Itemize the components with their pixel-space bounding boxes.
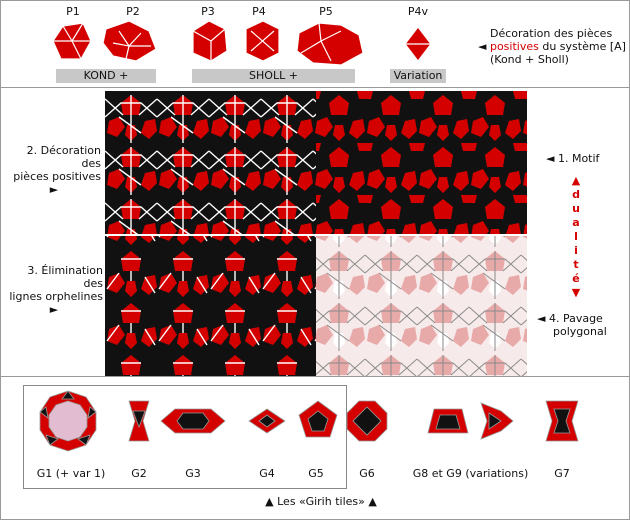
step-3-arrow: ► bbox=[49, 303, 59, 316]
tile-label-g2: G2 bbox=[131, 467, 147, 480]
duality-letter-7: é bbox=[572, 272, 580, 285]
duality-letter-5: i bbox=[574, 244, 578, 257]
piece-label-p4: P4 bbox=[252, 5, 266, 18]
description-line-1: Décoration des pièces bbox=[490, 27, 613, 40]
piece-label-p5: P5 bbox=[319, 5, 333, 18]
description-line-3: (Kond + Sholl) bbox=[490, 53, 569, 66]
tile-label-g6: G6 bbox=[359, 467, 375, 480]
top-description: Décoration des pièces ◄ positives du sys… bbox=[478, 27, 628, 66]
girih-tiles-illustration bbox=[39, 390, 579, 452]
step-2-arrow: ► bbox=[49, 183, 59, 196]
girih-caption: ▲ Les «Girih tiles» ▲ bbox=[265, 495, 377, 508]
bottom-section: G1 (+ var 1) G2 G3 G4 G5 G6 G8 et G9 (va… bbox=[0, 376, 630, 520]
step-2-line-1: 2. Décoration des bbox=[26, 144, 101, 170]
piece-label-p4v: P4v bbox=[407, 5, 429, 18]
duality-letter-2: u bbox=[572, 202, 580, 215]
panel-motif bbox=[316, 91, 527, 235]
middle-section: 2. Décoration des pièces positives ► 3. … bbox=[0, 87, 630, 379]
description-rest: du système [A] bbox=[542, 40, 626, 53]
step-3-label: 3. Élimination des lignes orphelines ► bbox=[5, 264, 103, 316]
duality-letter-4: l bbox=[574, 230, 578, 243]
piece-label-p2: P2 bbox=[126, 5, 140, 18]
step-4-line-2: polygonal bbox=[553, 325, 607, 338]
description-line-2: ◄ positives du système [A] bbox=[478, 40, 628, 53]
duality-down-arrow: ▼ bbox=[571, 286, 581, 299]
tile-g9 bbox=[480, 402, 514, 440]
piece-label-p1: P1 bbox=[66, 5, 80, 18]
duality-letter-3: a bbox=[572, 216, 580, 229]
step-1-arrow: ◄ bbox=[546, 152, 555, 165]
top-section: P1 P2 P3 P4 P5 P4v KOND + SHOLL + Var bbox=[0, 0, 630, 88]
step-2-line-2: pièces positives bbox=[13, 170, 101, 183]
tile-label-g1: G1 (+ var 1) bbox=[36, 467, 106, 480]
tile-g5 bbox=[298, 400, 338, 438]
step-4-label: ◄ 4. Pavage polygonal bbox=[537, 312, 627, 338]
step-3-line-1: 3. Élimination des bbox=[27, 264, 103, 290]
tile-g4 bbox=[248, 408, 286, 434]
step-4-line-1: ◄ 4. Pavage bbox=[537, 312, 603, 325]
tile-label-g3: G3 bbox=[185, 467, 201, 480]
step-1-text: 1. Motif bbox=[557, 152, 600, 165]
description-arrow: ◄ bbox=[478, 40, 487, 53]
panel-decoration bbox=[105, 91, 316, 235]
step-2-label: 2. Décoration des pièces positives ► bbox=[7, 144, 101, 196]
piece-p2-shape bbox=[102, 20, 157, 62]
duality-label: ▲ d u a l i t é ▼ bbox=[569, 174, 583, 300]
panel-paving bbox=[316, 235, 527, 379]
kond-bar: KOND + bbox=[56, 69, 156, 83]
tile-g8 bbox=[427, 408, 469, 434]
tile-g6 bbox=[346, 400, 388, 442]
tile-g3 bbox=[160, 408, 226, 434]
piece-label-p3: P3 bbox=[201, 5, 215, 18]
pieces-illustration bbox=[52, 20, 432, 66]
variation-bar: Variation bbox=[390, 69, 446, 83]
step-3-line-2: lignes orphelines bbox=[9, 290, 103, 303]
tile-label-g5: G5 bbox=[308, 467, 324, 480]
tile-g7 bbox=[545, 400, 579, 442]
description-highlight: positives bbox=[489, 40, 539, 53]
duality-letter-1: d bbox=[572, 188, 580, 201]
tile-label-g4: G4 bbox=[259, 467, 275, 480]
step-1-label: ◄ 1. Motif bbox=[546, 152, 626, 165]
sholl-bar: SHOLL + bbox=[192, 69, 355, 83]
duality-letter-6: t bbox=[573, 258, 579, 271]
g1-frame bbox=[23, 385, 347, 489]
panel-elimination bbox=[105, 235, 316, 379]
pattern-panels bbox=[105, 91, 527, 379]
tile-g2 bbox=[128, 400, 150, 442]
tile-label-g8-g9: G8 et G9 (variations) bbox=[412, 467, 529, 480]
tile-label-g7: G7 bbox=[554, 467, 570, 480]
piece-p5-shape bbox=[296, 22, 364, 66]
tile-g1 bbox=[39, 390, 97, 452]
duality-up-arrow: ▲ bbox=[571, 174, 581, 187]
